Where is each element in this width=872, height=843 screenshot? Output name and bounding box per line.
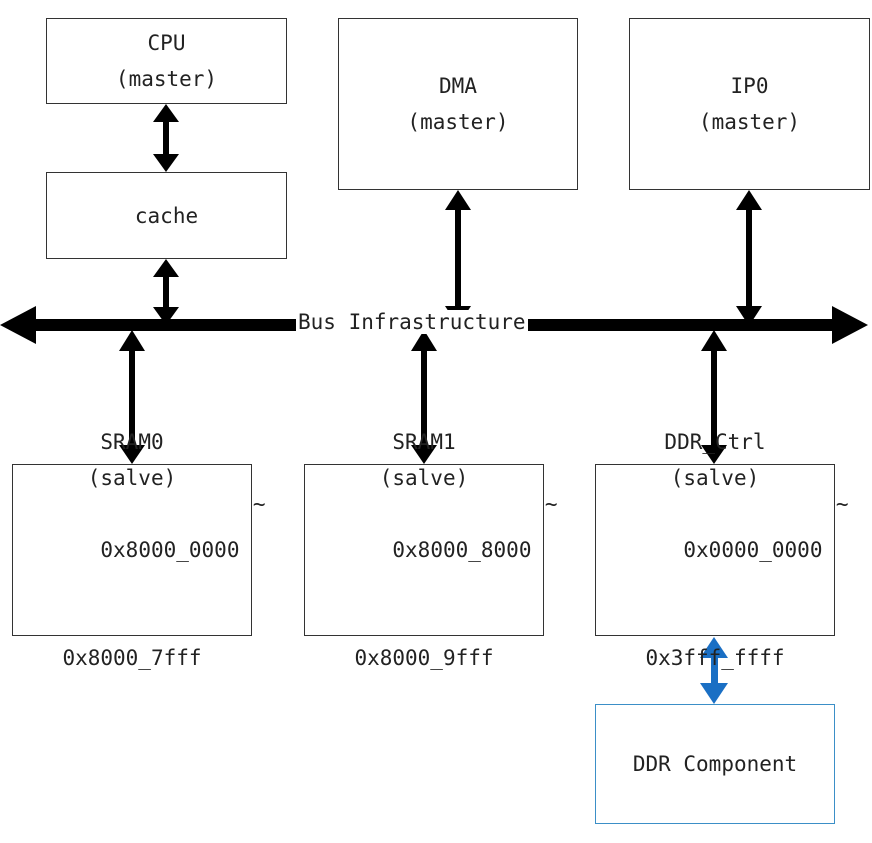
sram1-range-tilde: ~	[544, 492, 558, 516]
cache-bus-arrow	[153, 259, 179, 325]
ddr-ctrl-address-start: 0x0000_0000	[683, 538, 823, 562]
sram1-name: SRAM1	[392, 430, 456, 454]
sram0-address-start-row: 0x8000_0000 ~	[25, 492, 265, 640]
sram0-address-start: 0x8000_0000	[100, 538, 240, 562]
ddr-ctrl-box: DDR_Ctrl (salve) 0x0000_0000 ~ 0x3fff_ff…	[595, 430, 848, 670]
ddr-ctrl-role: (salve)	[670, 466, 760, 490]
sram0-role: (salve)	[87, 466, 177, 490]
sram1-address-end: 0x8000_9fff	[354, 646, 494, 670]
bus-ddr-ctrl-arrow	[701, 330, 727, 464]
ddr-component-box: DDR Component	[595, 704, 835, 824]
ddr-ctrl-name: DDR_Ctrl	[664, 430, 766, 454]
dma-box: DMA (master)	[338, 18, 578, 190]
ddr-link-arrow	[700, 637, 728, 704]
sram1-address-start: 0x8000_8000	[392, 538, 532, 562]
ddr-ctrl-address-end: 0x3fff_ffff	[645, 646, 785, 670]
ip0-box: IP0 (master)	[629, 18, 870, 190]
cpu-cache-arrow	[153, 104, 179, 172]
cache-box: cache	[46, 172, 287, 259]
ip0-name: IP0	[730, 74, 769, 98]
sram0-name: SRAM0	[100, 430, 164, 454]
ddr-ctrl-range-tilde: ~	[835, 492, 849, 516]
dma-role: (master)	[407, 110, 509, 134]
cache-name: cache	[134, 203, 199, 228]
cpu-role: (master)	[115, 67, 218, 91]
bus-sram0-arrow	[119, 330, 145, 464]
sram1-box: SRAM1 (salve) 0x8000_8000 ~ 0x8000_9fff	[304, 430, 557, 670]
sram1-role: (salve)	[379, 466, 469, 490]
bus-sram1-arrow	[411, 330, 437, 464]
bus-label: Bus Infrastructure	[296, 310, 528, 334]
sram0-address-end: 0x8000_7fff	[62, 646, 202, 670]
ddr-component-name: DDR Component	[632, 752, 798, 776]
cpu-box: CPU (master)	[46, 18, 287, 104]
sram1-address-start-row: 0x8000_8000 ~	[317, 492, 557, 640]
dma-name: DMA	[439, 74, 477, 98]
ddr-ctrl-address-start-row: 0x0000_0000 ~	[608, 492, 848, 640]
dma-bus-arrow	[445, 190, 471, 326]
sram0-range-tilde: ~	[252, 492, 266, 516]
ip0-role: (master)	[698, 110, 801, 134]
ip0-bus-arrow	[736, 190, 762, 326]
cpu-name: CPU	[147, 31, 186, 55]
sram0-box: SRAM0 (salve) 0x8000_0000 ~ 0x8000_7fff	[12, 430, 265, 670]
